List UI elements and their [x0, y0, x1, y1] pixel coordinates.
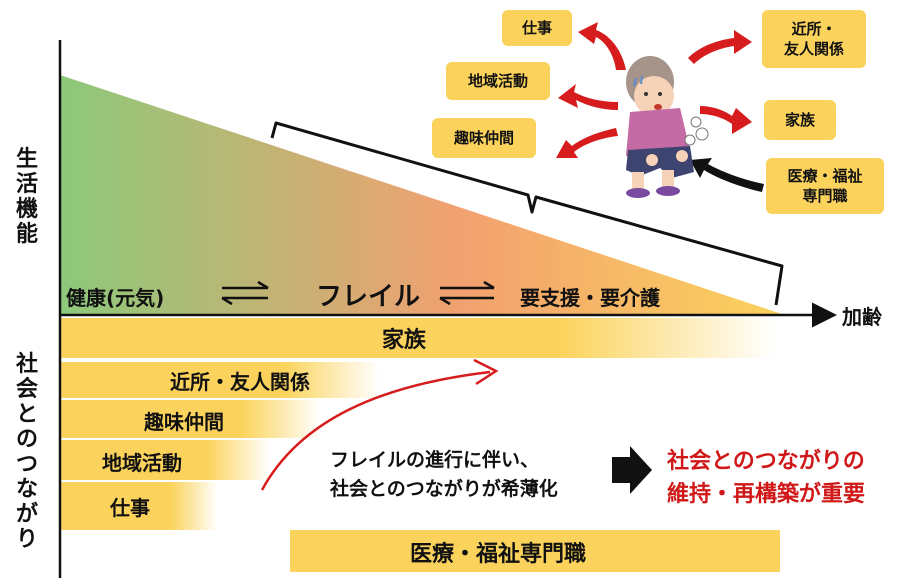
top-box-work-text: 仕事 — [521, 19, 552, 37]
black-curved-arrow — [690, 158, 764, 192]
frail-bracket — [270, 121, 784, 306]
phase-healthy: 健康(元気) — [66, 286, 165, 310]
band-work-label: 仕事 — [110, 495, 150, 520]
y-axis-label-social-connection-text: 社会とのつながり — [15, 352, 38, 552]
equilibrium-arrow-1 — [221, 280, 269, 306]
band-medical-shape — [290, 530, 780, 572]
center-message-line1: フレイルの進行に伴い、 — [330, 449, 540, 471]
elderly-person-illustration — [626, 56, 709, 198]
top-box-community-text: 地域活動 — [467, 72, 528, 90]
top-box-medical-text-1: 医療・福祉 — [787, 167, 863, 185]
weakening-trend-arrow — [260, 370, 491, 491]
top-box-medical: 医療・福祉 専門職 — [766, 158, 884, 214]
top-box-neighbor-text-1: 近所・ — [791, 20, 837, 38]
y-axis-label-social-connection: 社会とのつながり — [14, 352, 40, 552]
top-box-neighbor: 近所・ 友人関係 — [762, 10, 866, 68]
top-box-family: 家族 — [764, 100, 836, 140]
result-arrow — [612, 446, 652, 494]
band-community-label: 地域活動 — [102, 450, 182, 475]
phase-frail: フレイル — [316, 282, 421, 312]
top-box-family-text: 家族 — [784, 111, 815, 129]
band-medical-label: 医療・福祉専門職 — [410, 542, 587, 567]
y-axis-label-life-function-text: 生活機能 — [15, 147, 38, 247]
red-radiating-arrows — [556, 22, 752, 158]
result-message-line1: 社会とのつながりの — [667, 449, 865, 474]
band-neighbor-label: 近所・友人関係 — [170, 369, 310, 394]
center-message-line2: 社会とのつながりが希薄化 — [330, 478, 558, 500]
band-family-label: 家族 — [382, 328, 427, 353]
top-box-neighbor-text-2: 友人関係 — [783, 40, 844, 58]
top-box-hobby: 趣味仲間 — [432, 118, 536, 158]
top-box-hobby-text: 趣味仲間 — [453, 129, 514, 147]
band-neighbor-shape — [60, 362, 380, 398]
equilibrium-arrow-2 — [439, 280, 495, 306]
result-message-line2: 維持・再構築が重要 — [667, 482, 866, 507]
x-axis-label: 加齢 — [842, 305, 882, 329]
band-community-shape — [60, 440, 270, 480]
phase-care: 要支援・要介護 — [520, 286, 660, 310]
band-hobby-label: 趣味仲間 — [144, 409, 224, 434]
top-box-community: 地域活動 — [446, 62, 550, 100]
y-axis-label-life-function: 生活機能 — [14, 147, 40, 247]
band-work-shape — [60, 482, 218, 530]
life-function-triangle — [60, 75, 785, 315]
band-family-shape — [60, 318, 775, 358]
top-box-medical-text-2: 専門職 — [802, 187, 848, 205]
band-hobby-shape — [60, 400, 320, 438]
top-box-work: 仕事 — [502, 10, 572, 46]
